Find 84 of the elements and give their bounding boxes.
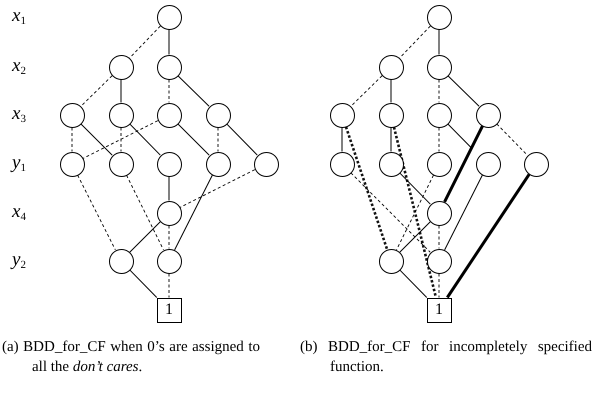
node-circle [156,200,182,226]
variable-label: x$_{2}$ [12,56,26,79]
dashed-line [350,75,383,107]
dashed-line [350,172,431,253]
solid-line [177,75,210,107]
node-circle [476,102,500,128]
dashed-line [399,26,431,58]
node-circle [206,102,230,128]
solid-line [168,176,170,201]
thick-line [446,174,530,298]
dashed-line [82,120,158,159]
terminal-box [426,298,452,322]
solid-line [129,221,161,253]
dashed-line [392,126,438,298]
solid-line [438,29,440,55]
terminal-box [156,298,182,322]
node-circle [60,152,84,176]
variable-label: y$_{1}$ [12,153,26,176]
dashed-line [168,273,170,298]
solid-line [390,79,392,103]
dashed-line [168,79,170,103]
solid-line [129,269,158,298]
node-circle [426,152,452,176]
solid-line [399,221,431,253]
dashed-line [126,174,164,250]
solid-line [80,123,113,156]
dashed-line [496,123,528,156]
node-circle [524,152,548,176]
node-circle [156,102,182,128]
node-circle [330,152,354,176]
solid-line [129,123,161,156]
node-circle [108,152,134,176]
dashed-line [438,225,440,249]
solid-line [174,174,213,250]
node-circle [330,102,354,128]
node-circle [426,4,452,30]
node-circle [426,200,452,226]
node-circle [426,248,452,274]
variable-label: x$_{1}$ [12,6,26,29]
node-circle [156,152,182,176]
subfigure-caption: (a) BDD_for_CF when 0’s are assigned to all the don’t cares. [2,338,260,377]
node-circle [108,54,134,80]
node-circle [378,54,404,80]
variable-label: y$_{2}$ [12,250,26,273]
node-circle [156,54,182,80]
solid-line [399,269,428,298]
node-circle [378,248,404,274]
dashed-line [129,26,161,58]
dashed-line [438,79,440,103]
solid-line [444,174,483,250]
subfigure-caption: (b) BDD_for_CF for incompletely specified function. [300,338,592,377]
solid-line [390,127,392,152]
dashed-line [120,127,122,152]
solid-line [120,79,122,103]
solid-line [399,172,431,205]
terminal-value: 1 [435,301,443,319]
dashed-line [168,225,170,249]
node-circle [156,4,182,30]
thick-line [443,126,484,202]
solid-line [177,123,210,156]
terminal-value: 1 [165,301,173,319]
node-circle [108,248,134,274]
node-circle [426,54,452,80]
solid-line [168,29,170,55]
node-circle [108,102,134,128]
solid-line [226,123,258,156]
node-circle [378,102,404,128]
node-circle [426,102,452,128]
node-circle [476,152,500,176]
node-circle [60,102,84,128]
dashed-line [344,126,388,250]
node-circle [378,152,404,176]
node-circle [156,248,182,274]
dashed-line [77,174,116,250]
node-circle [254,152,278,176]
dashed-line [438,127,440,152]
dashed-line [438,273,440,298]
variable-label: x$_{3}$ [12,104,26,127]
dashed-line [80,75,113,107]
solid-line [447,75,480,107]
node-circle [206,152,230,176]
dashed-line [180,169,256,208]
variable-label: x$_{4}$ [12,202,26,225]
dashed-line [396,174,434,250]
